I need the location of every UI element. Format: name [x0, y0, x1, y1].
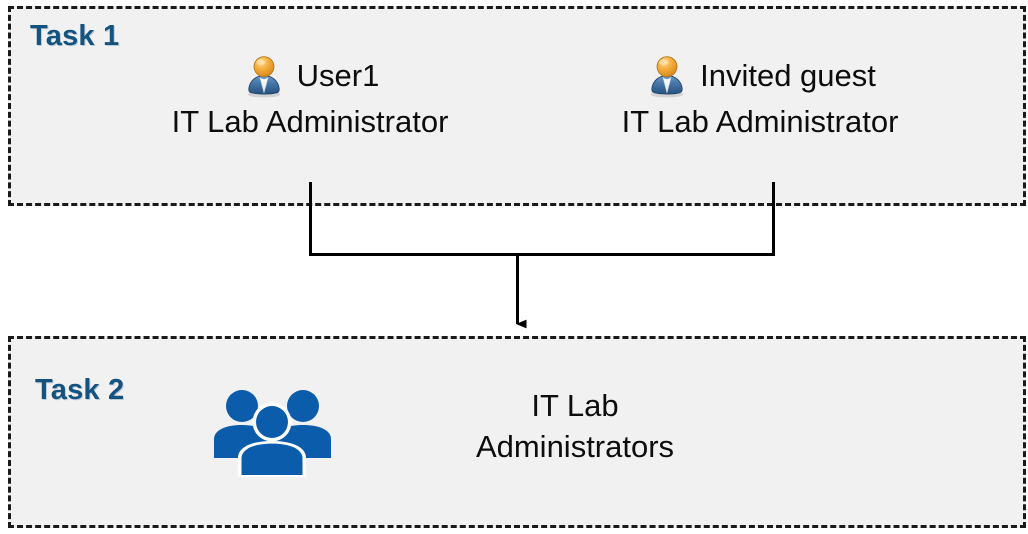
- person-invited-guest-role: IT Lab Administrator: [621, 104, 899, 139]
- person-invited-guest-name: Invited guest: [700, 58, 876, 93]
- people-group-icon: [214, 390, 331, 477]
- person-user1-name: User1: [296, 58, 380, 93]
- user-icon: [247, 56, 280, 98]
- group-name-line-2: Administrators: [475, 428, 675, 464]
- user-icon: [650, 56, 684, 98]
- person-invited-guest-row: Invited guest: [560, 50, 960, 102]
- person-user1-role: IT Lab Administrator: [171, 104, 449, 139]
- task-1-label: Task 1: [30, 20, 120, 52]
- group-icon-wrapper: [208, 385, 336, 477]
- person-invited-guest: Invited guest IT Lab Administrator: [560, 50, 960, 140]
- task-1-box: [8, 6, 1026, 206]
- person-user1-row: User1: [120, 50, 500, 102]
- person-user1: User1 IT Lab Administrator: [120, 50, 500, 140]
- task-2-box: [8, 336, 1026, 528]
- task-2-label: Task 2: [35, 374, 125, 406]
- group-name-line-1: IT Lab: [531, 388, 619, 423]
- group-name-label: IT Lab Administrators: [400, 386, 750, 468]
